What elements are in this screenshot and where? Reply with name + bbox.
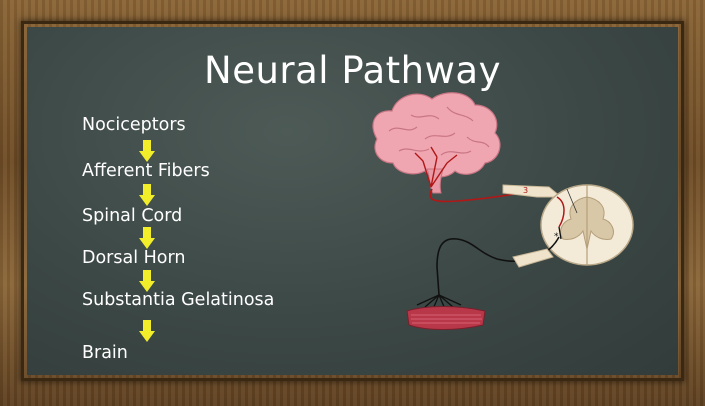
down-arrow-icon: [139, 140, 155, 162]
neural-pathway-illustration: 3 *: [372, 92, 634, 330]
down-arrow-icon: [139, 270, 155, 292]
synapse-marker: *: [554, 232, 559, 242]
step-spinal-cord: Spinal Cord: [82, 206, 183, 226]
down-arrow-icon: [139, 320, 155, 342]
diagram-title: Neural Pathway: [204, 49, 501, 92]
muscle-icon: [406, 306, 486, 330]
step-brain: Brain: [82, 343, 128, 363]
step-dorsal-horn: Dorsal Horn: [82, 248, 186, 268]
brain-icon: [372, 92, 501, 194]
fiber-label: 3: [523, 186, 528, 195]
step-afferent-fibers: Afferent Fibers: [82, 161, 210, 181]
step-substantia-gelatinosa: Substantia Gelatinosa: [82, 290, 275, 310]
chalkboard: Neural Pathway Nociceptors Afferent Fibe…: [27, 27, 678, 375]
spinal-cord-cross-section-icon: *: [540, 184, 634, 266]
nerve-endings: [416, 294, 462, 310]
nerve-root: [502, 184, 563, 198]
down-arrow-icon: [139, 227, 155, 249]
step-nociceptors: Nociceptors: [82, 115, 186, 135]
peripheral-nerve: [436, 236, 560, 296]
down-arrow-icon: [139, 184, 155, 206]
